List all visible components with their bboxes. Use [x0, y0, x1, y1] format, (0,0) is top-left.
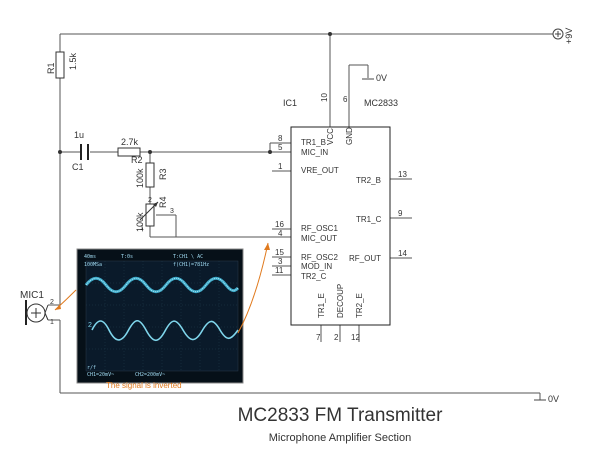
- ic-ref: IC1: [283, 98, 297, 108]
- c1-ref: C1: [72, 162, 84, 172]
- oscilloscope-inset: 40ms 100MSa T:0s T:CH1 \ AC f(CH1)=781Hz…: [76, 248, 244, 384]
- mic-pin2: 2: [50, 299, 54, 306]
- ic-pin-name: RF_OSC2: [301, 253, 338, 262]
- ic-pin-name: TR1_E: [317, 293, 326, 318]
- ic-pin-num: 14: [398, 249, 407, 258]
- ic-pin-num: 5: [278, 143, 283, 152]
- annotation-arrows: [54, 242, 270, 334]
- ic-pin-name: RF_OUT: [349, 254, 381, 263]
- ic-pin-name: TR2_B: [356, 176, 381, 185]
- ic-pin-num: 9: [398, 209, 403, 218]
- gnd-top-symbol: 0V: [362, 73, 387, 83]
- ic-pin-num: 12: [351, 333, 360, 342]
- ic-pin-num: 16: [275, 220, 284, 229]
- r4-pin2: 2: [148, 197, 152, 204]
- ic-pin-name: TR1_B: [301, 138, 326, 147]
- scope-samplerate: 100MSa: [84, 262, 102, 268]
- scope-frequency: f(CH1)=781Hz: [173, 262, 209, 268]
- ic-pin-name: RF_OSC1: [301, 224, 338, 233]
- r3-ref: R3: [158, 168, 168, 180]
- r4-pin1: 1: [140, 225, 144, 232]
- ic-pin-name: TR1_C: [356, 215, 382, 224]
- c1-value: 1u: [74, 130, 84, 140]
- ic-part: MC2833: [364, 98, 398, 108]
- potentiometer-r4: 100k R4 2 1 3: [135, 196, 174, 232]
- ic-pin-num: 11: [275, 266, 284, 275]
- r3-value: 100k: [135, 168, 145, 188]
- ic-pin-num: 15: [275, 248, 284, 257]
- ic-pin-num: 6: [343, 95, 348, 104]
- scope-trace-ch1-noise: [85, 277, 239, 293]
- ic-pin-name: GND: [345, 127, 354, 145]
- r4-value: 100k: [135, 212, 145, 232]
- scope-caption: The signal is inverted: [106, 381, 182, 390]
- ic-pin-num: 3: [278, 257, 283, 266]
- ic-pin-num: 7: [316, 333, 321, 342]
- gnd-bottom-label: 0V: [548, 394, 559, 404]
- vplus-label: +9V: [564, 28, 574, 44]
- capacitor-c1: 1u C1: [72, 130, 89, 172]
- ic-pin-name: DECOUP: [336, 284, 345, 318]
- scope-ch-marker: 2: [88, 322, 92, 329]
- subtitle: Microphone Amplifier Section: [269, 432, 411, 444]
- microphone-mic1: MIC1 2 1: [20, 290, 54, 326]
- resistor-r2: 2.7k R2: [117, 137, 143, 165]
- ic-pin-num: 2: [334, 333, 339, 342]
- ic-pin-num: 4: [278, 229, 283, 238]
- scope-timebase: 40ms: [84, 254, 96, 260]
- ic-pin-name: VCC: [326, 128, 335, 145]
- main-title: MC2833 FM Transmitter: [238, 405, 443, 426]
- r1-value: 1.5k: [68, 52, 78, 70]
- r2-ref: R2: [131, 155, 143, 165]
- gnd-bottom-symbol: 0V: [534, 394, 559, 404]
- junction-dots: [58, 32, 332, 154]
- resistor-r3: 100k R3: [135, 162, 168, 188]
- ic-pin-name: TR2_C: [301, 272, 327, 281]
- ic-pin-num: 10: [320, 93, 329, 102]
- scope-trigger-time: T:0s: [121, 254, 133, 260]
- vplus-terminal: +9V: [552, 28, 574, 44]
- r1-ref: R1: [46, 62, 56, 74]
- r4-ref: R4: [158, 196, 168, 208]
- ic-pin-name: MIC_OUT: [301, 234, 337, 243]
- ic-mc2833: IC1 MC2833 10 VCC 6 GND 8 TR1_B 5 MIC_IN…: [275, 93, 407, 342]
- scope-trace-ch2: [91, 319, 239, 342]
- ic-pin-num: 13: [398, 170, 407, 179]
- mic-ref: MIC1: [20, 290, 44, 301]
- scope-footer-a: r/f: [87, 365, 96, 371]
- ic-pin-num: 8: [278, 134, 283, 143]
- wires: [48, 33, 553, 400]
- ic-pin-name: VRE_OUT: [301, 166, 339, 175]
- scope-ch2-scale: CH2=200mV~: [135, 372, 165, 378]
- ic-pin-num: 1: [278, 162, 283, 171]
- resistor-r1: R1 1.5k: [46, 51, 78, 79]
- gnd-top-label: 0V: [376, 73, 387, 83]
- ic-pin-name: MIC_IN: [301, 148, 328, 157]
- scope-ch1-scale: CH1=20mV~: [87, 372, 114, 378]
- ic-pin-name: MOD_IN: [301, 262, 332, 271]
- r4-pin3: 3: [170, 208, 174, 215]
- mic-pin1: 1: [50, 319, 54, 326]
- ic-pin-name: TR2_E: [355, 293, 364, 318]
- scope-trigger-mode: T:CH1 \ AC: [173, 254, 203, 260]
- r2-value: 2.7k: [121, 137, 139, 147]
